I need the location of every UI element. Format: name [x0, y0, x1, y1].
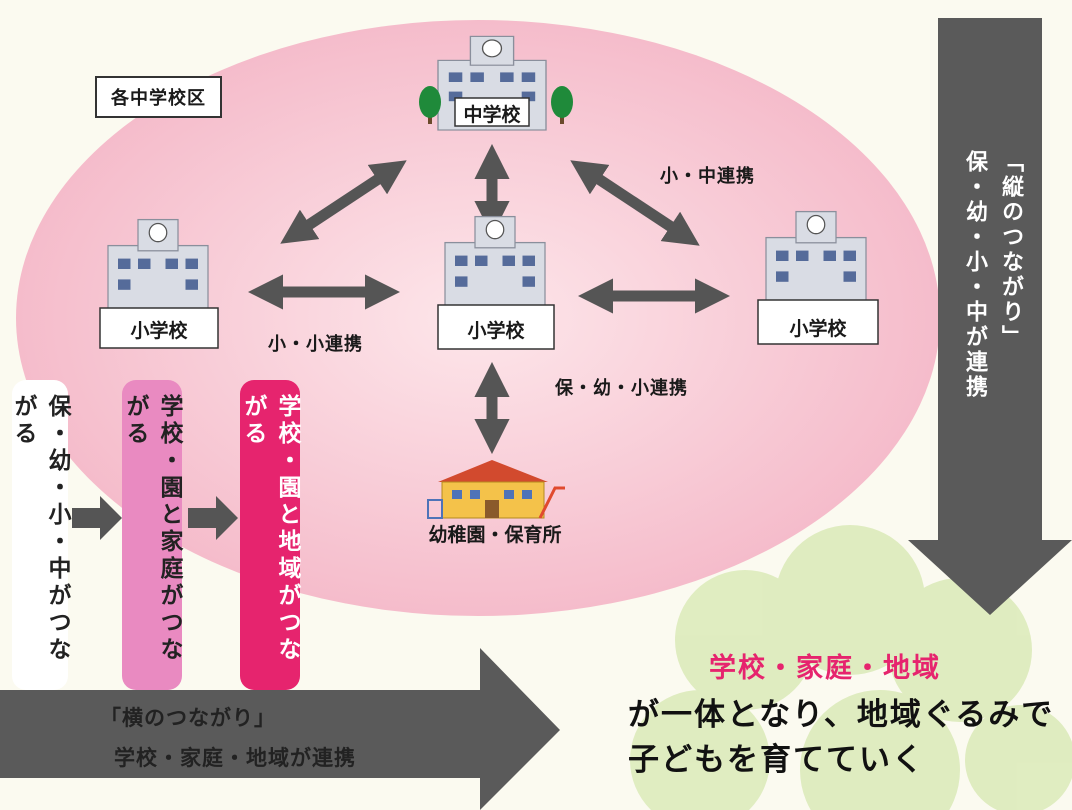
column-preschool-to-junior: 保・幼・小・中がつながる	[10, 380, 70, 690]
junior-high-school-icon	[419, 35, 573, 131]
message-line-2: 子どもを育てていく	[628, 741, 925, 778]
horizontal-caption-title: 「横のつながり」	[100, 706, 276, 730]
link-arrows	[247, 143, 731, 455]
horizontal-caption-subtitle: 学校・家庭・地域が連携	[114, 746, 356, 770]
horizontal-connection-caption: 「横のつながり」 学校・家庭・地域が連携	[100, 702, 356, 782]
elementary-right-label: 小学校	[789, 318, 847, 340]
kindergarten-label: 幼稚園・保育所	[428, 524, 562, 546]
vertical-caption-subtitle: 保・幼・小・中が連携	[962, 150, 987, 400]
elementary-school-right-icon	[757, 210, 879, 345]
column-school-and-community: 学校・園と地域がつながる	[240, 380, 300, 690]
link-junior-elem-right	[570, 160, 700, 246]
elementary-center-label: 小学校	[467, 320, 525, 342]
column-school-and-family: 学校・園と家庭がつながる	[122, 380, 182, 690]
message-line-1: が一体となり、地域ぐるみで	[628, 697, 1055, 733]
column-arrow-1	[72, 496, 122, 540]
horizontal-connection-arrow	[0, 648, 560, 810]
vertical-connection-caption: 「縦のつながり」 保・幼・小・中が連携	[952, 150, 1032, 450]
junior-high-label: 中学校	[463, 104, 521, 126]
kindergarten-icon	[427, 460, 565, 519]
district-label: 各中学校区	[95, 76, 222, 118]
vertical-connection-arrow	[908, 18, 1072, 615]
closing-message: 学校・家庭・地域 が一体となり、地域ぐるみで 子どもを育てていく	[590, 646, 1060, 783]
message-headline: 学校・家庭・地域	[709, 653, 941, 684]
link-label-elem-elem: 小・小連携	[268, 334, 363, 355]
elementary-school-left-icon	[99, 218, 219, 349]
column-arrow-2	[188, 496, 238, 540]
clover-decoration	[630, 525, 1072, 810]
elementary-left-label: 小学校	[130, 320, 188, 342]
elementary-school-center-icon	[437, 215, 555, 350]
vertical-caption-title: 「縦のつながり」	[998, 150, 1023, 350]
link-junior-elem-left	[280, 160, 407, 244]
link-label-preschool-elem: 保・幼・小連携	[555, 378, 688, 399]
link-label-elem-junior: 小・中連携	[660, 166, 755, 187]
